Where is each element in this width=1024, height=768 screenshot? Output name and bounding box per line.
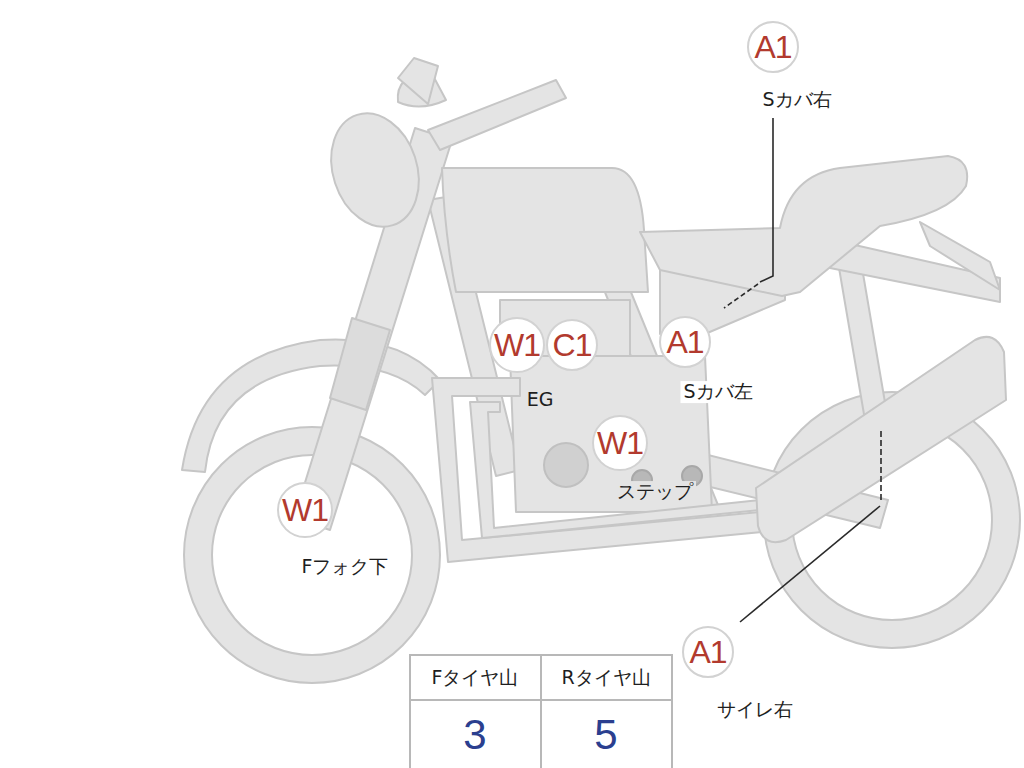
leader-line — [740, 506, 880, 622]
engine-cover — [544, 443, 588, 487]
callout-code: A1 — [754, 31, 791, 63]
callout-circle: W1 — [277, 482, 333, 538]
callout-circle: W1 — [489, 317, 545, 373]
tire-table — [410, 655, 672, 768]
callout-circle: A1 — [682, 626, 734, 678]
part-name: Sカバ右 — [759, 89, 834, 111]
fork-boot — [330, 318, 390, 410]
front-rim — [212, 455, 412, 655]
seat — [640, 156, 967, 296]
fuel-tank — [442, 168, 648, 292]
rear-shock — [838, 256, 888, 426]
engine-block — [510, 356, 712, 512]
muffler — [756, 337, 1006, 542]
leader-line — [760, 118, 773, 282]
callout-circle: A1 — [747, 21, 799, 73]
headlight — [317, 102, 433, 238]
callout-code: W1 — [282, 494, 328, 526]
callout-circle: A1 — [659, 316, 711, 368]
handlebar-grip — [398, 58, 438, 104]
front-fender — [182, 340, 440, 473]
callout-circle: W1 — [592, 415, 648, 471]
table-cell: 5 — [591, 711, 620, 759]
table-cell: Rタイヤ山 — [558, 667, 653, 689]
callout-code: A1 — [689, 636, 726, 668]
table-rule — [540, 655, 542, 768]
part-name: Fフォク下 — [299, 556, 392, 578]
callout-code: A1 — [666, 326, 703, 358]
part-name: サイレ右 — [714, 699, 796, 721]
callout-code: W1 — [597, 427, 643, 459]
exhaust-pipe — [470, 402, 760, 538]
leader-line — [880, 428, 882, 500]
part-name: Sカバ左 — [680, 381, 755, 403]
leader-line — [724, 284, 758, 308]
exhaust-pipe — [432, 378, 762, 562]
callout-circle: C1 — [546, 319, 598, 371]
part-name: ステップ — [614, 481, 696, 503]
part-name: EG — [524, 389, 557, 411]
table-cell: Fタイヤ山 — [429, 667, 522, 689]
callout-code: W1 — [494, 329, 540, 361]
handlebar — [428, 80, 566, 150]
tail-cowl — [920, 222, 1000, 290]
table-cell: 3 — [460, 711, 489, 759]
callout-code: C1 — [553, 329, 592, 361]
